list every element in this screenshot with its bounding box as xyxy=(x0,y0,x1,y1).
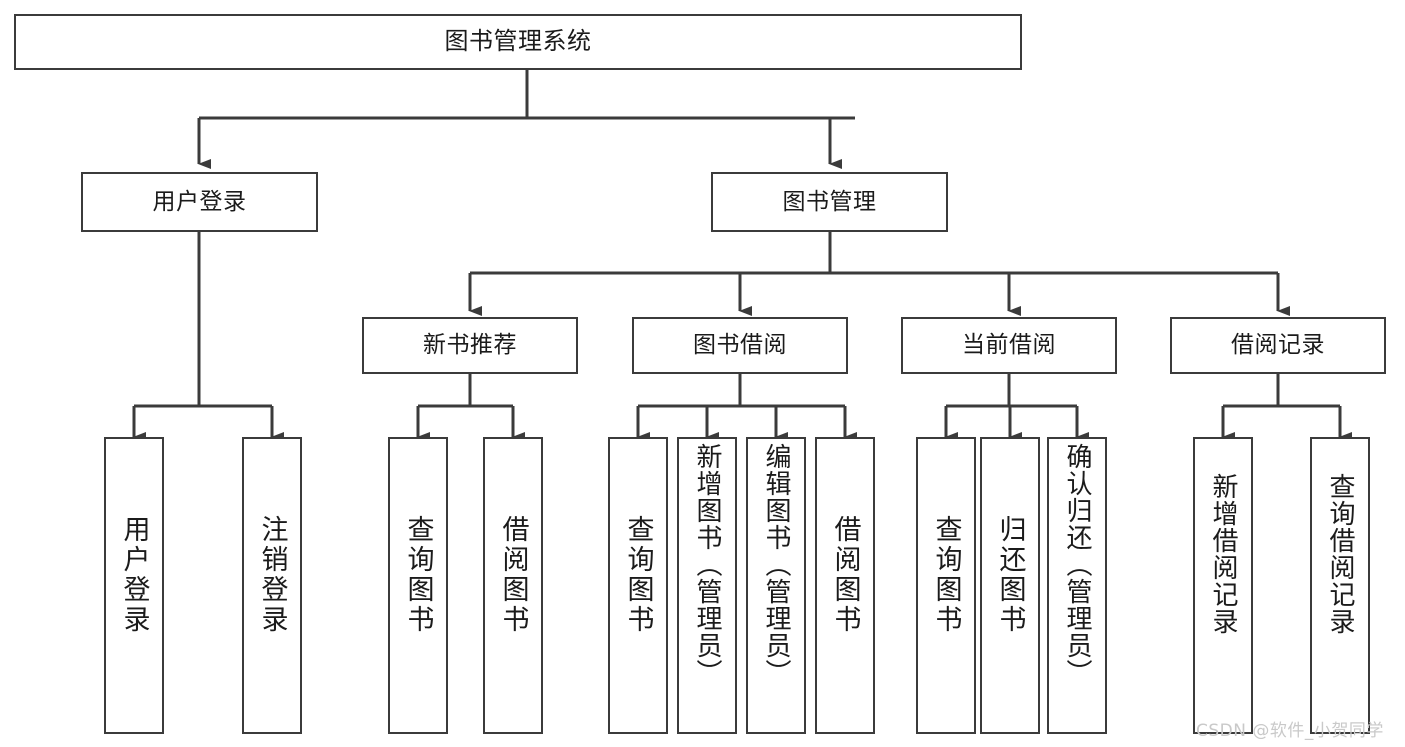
node-leaf-user-login-label: 用户登录 xyxy=(118,515,150,635)
node-root[interactable]: 图书管理系统 xyxy=(14,14,1022,70)
node-leaf-add-book[interactable]: 新增图书（管理员） xyxy=(677,437,737,734)
node-leaf-borrow-book-1[interactable]: 借阅图书 xyxy=(483,437,543,734)
node-user-login[interactable]: 用户登录 xyxy=(81,172,318,232)
node-leaf-add-record[interactable]: 新增借阅记录 xyxy=(1193,437,1253,734)
node-borrow-record[interactable]: 借阅记录 xyxy=(1170,317,1386,374)
node-leaf-confirm-return[interactable]: 确认归还（管理员） xyxy=(1047,437,1107,734)
node-leaf-edit-book-label: 编辑图书（管理员） xyxy=(761,443,791,686)
node-leaf-user-logout[interactable]: 注销登录 xyxy=(242,437,302,734)
node-leaf-query-record[interactable]: 查询借阅记录 xyxy=(1310,437,1370,734)
node-book-borrow-label: 图书借阅 xyxy=(693,332,787,359)
node-borrow-record-label: 借阅记录 xyxy=(1231,332,1325,359)
node-leaf-add-book-label: 新增图书（管理员） xyxy=(692,443,722,686)
node-new-book-recommend[interactable]: 新书推荐 xyxy=(362,317,578,374)
node-leaf-user-logout-label: 注销登录 xyxy=(256,515,288,635)
node-leaf-query-book-3[interactable]: 查询图书 xyxy=(916,437,976,734)
node-leaf-query-book-2-label: 查询图书 xyxy=(622,515,654,635)
node-root-label: 图书管理系统 xyxy=(444,27,592,56)
node-leaf-borrow-book-1-label: 借阅图书 xyxy=(497,515,529,635)
node-leaf-query-record-label: 查询借阅记录 xyxy=(1325,473,1355,635)
node-leaf-return-book-label: 归还图书 xyxy=(994,515,1026,635)
node-leaf-return-book[interactable]: 归还图书 xyxy=(980,437,1040,734)
node-leaf-confirm-return-label: 确认归还（管理员） xyxy=(1062,443,1092,686)
node-leaf-user-login[interactable]: 用户登录 xyxy=(104,437,164,734)
node-book-manage-label: 图书管理 xyxy=(782,188,877,215)
node-leaf-query-book-3-label: 查询图书 xyxy=(930,515,962,635)
node-leaf-edit-book[interactable]: 编辑图书（管理员） xyxy=(746,437,806,734)
node-book-borrow[interactable]: 图书借阅 xyxy=(632,317,848,374)
node-leaf-add-record-label: 新增借阅记录 xyxy=(1208,473,1238,635)
node-leaf-query-book-1-label: 查询图书 xyxy=(402,515,434,635)
node-leaf-query-book-1[interactable]: 查询图书 xyxy=(388,437,448,734)
node-leaf-borrow-book-2-label: 借阅图书 xyxy=(829,515,861,635)
node-current-borrow-label: 当前借阅 xyxy=(962,332,1056,359)
node-user-login-label: 用户登录 xyxy=(152,188,247,215)
node-leaf-borrow-book-2[interactable]: 借阅图书 xyxy=(815,437,875,734)
node-new-book-recommend-label: 新书推荐 xyxy=(423,332,517,359)
node-leaf-query-book-2[interactable]: 查询图书 xyxy=(608,437,668,734)
node-book-manage[interactable]: 图书管理 xyxy=(711,172,948,232)
csdn-watermark: CSDN @软件_小贺同学 xyxy=(1196,721,1384,741)
node-current-borrow[interactable]: 当前借阅 xyxy=(901,317,1117,374)
